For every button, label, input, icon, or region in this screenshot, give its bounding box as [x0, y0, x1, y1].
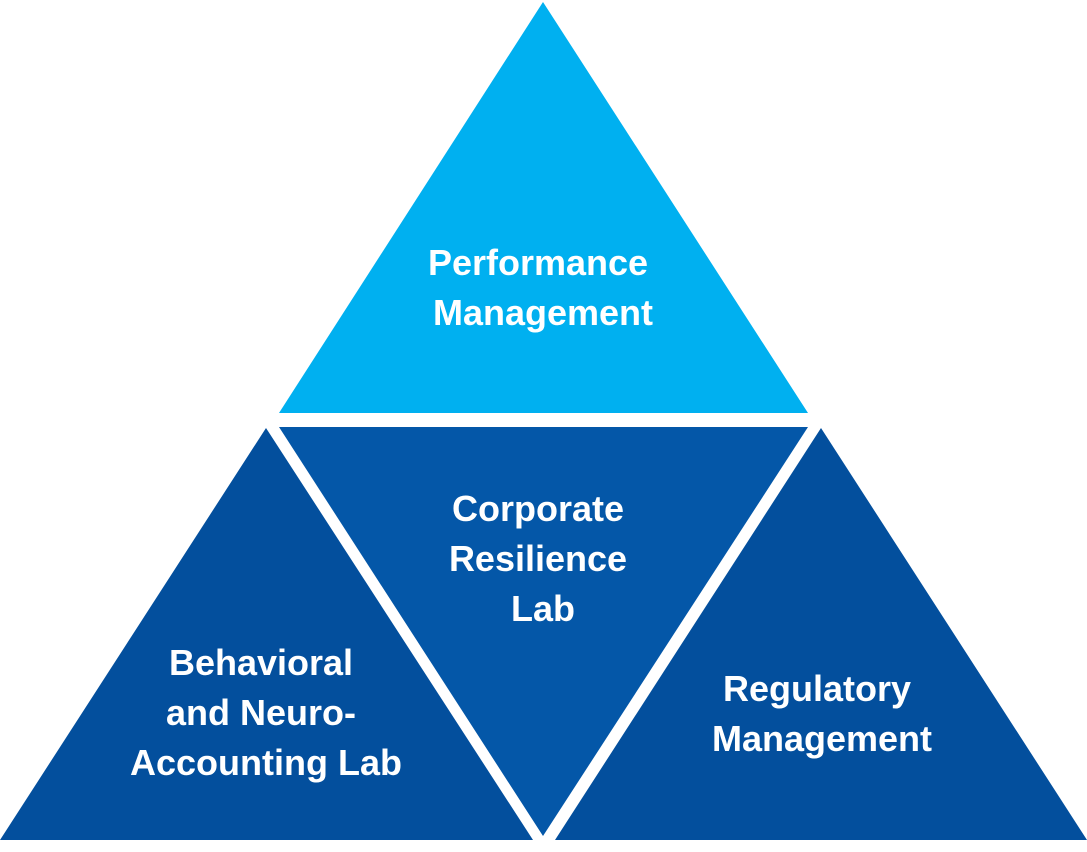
- segment-performance-management: Performance Management: [279, 2, 808, 413]
- triangle-top: [279, 2, 808, 413]
- segment-label: Behavioral and Neuro- Accounting Lab: [130, 642, 402, 783]
- label-line: Accounting Lab: [130, 742, 402, 783]
- label-line: Performance: [428, 242, 648, 283]
- label-line: and Neuro-: [166, 692, 356, 733]
- label-line: Lab: [511, 588, 575, 629]
- label-line: Resilience: [449, 538, 627, 579]
- label-line: Management: [712, 718, 932, 759]
- triangle-right: [555, 428, 1087, 840]
- label-line: Corporate: [452, 488, 624, 529]
- segment-regulatory-management: Regulatory Management: [555, 428, 1087, 840]
- label-line: Regulatory: [723, 668, 911, 709]
- label-line: Management: [433, 292, 653, 333]
- segment-corporate-resilience-lab: Corporate Resilience Lab: [279, 427, 808, 836]
- segment-label: Performance Management: [428, 242, 658, 333]
- segment-label: Regulatory Management: [712, 668, 932, 759]
- triangle-center: [279, 427, 808, 836]
- segment-behavioral-neuro-accounting-lab: Behavioral and Neuro- Accounting Lab: [0, 428, 533, 840]
- segment-label: Corporate Resilience Lab: [449, 488, 637, 629]
- label-line: Behavioral: [169, 642, 353, 683]
- triangle-left: [0, 428, 533, 840]
